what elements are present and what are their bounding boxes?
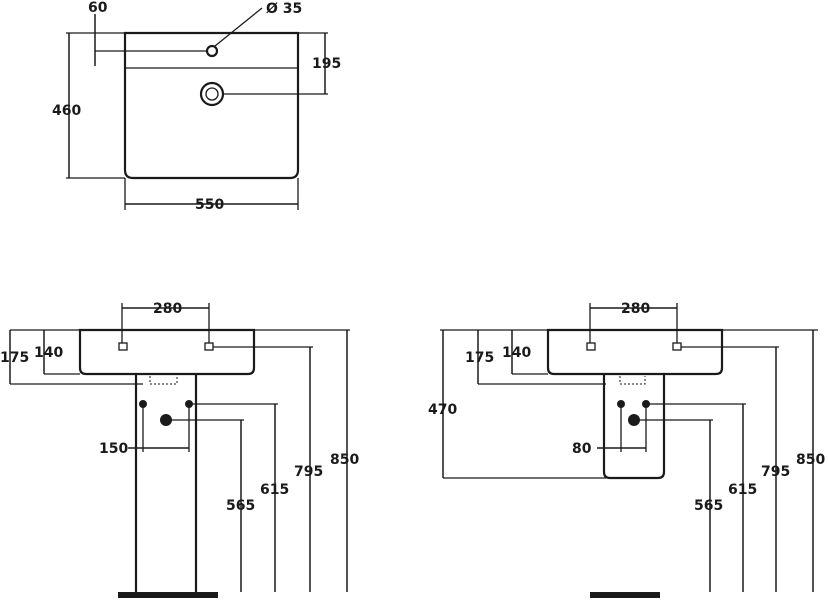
label-795-right: 795: [761, 464, 790, 480]
tap-hole: [205, 44, 219, 58]
semi-pedestal-body: [602, 374, 666, 480]
label-615-right: 615: [728, 482, 757, 498]
tap-hole-leader: [214, 7, 263, 47]
label-850-left: 850: [330, 452, 359, 468]
label-850-right: 850: [796, 452, 825, 468]
label-width: 550: [195, 197, 224, 213]
tap-hole-right-b: [672, 342, 682, 351]
basin-profile-right: [546, 328, 724, 376]
waste-trap-dash-left: [149, 376, 178, 385]
waste-outlet-inner: [205, 87, 219, 101]
pedestal-body: [134, 374, 198, 592]
label-depth-to-waste: 195: [312, 56, 341, 72]
label-280-right: 280: [621, 301, 650, 317]
pedestal-view: 280 175 140 150 565 615 795 850: [0, 301, 359, 598]
label-615-left: 615: [260, 482, 289, 498]
waste-outlet-outer: [199, 81, 225, 107]
tap-hole-left-a: [118, 342, 128, 351]
label-565-left: 565: [226, 498, 255, 514]
label-470: 470: [428, 402, 457, 418]
label-280-left: 280: [153, 301, 182, 317]
label-175-right: 175: [465, 350, 494, 366]
label-175-left: 175: [0, 350, 29, 366]
basin-outline-top: [123, 31, 300, 180]
floor-left: [118, 592, 218, 598]
tap-hole-right-a: [586, 342, 596, 351]
waste-trap-dash-right: [619, 376, 646, 385]
label-depth: 460: [52, 103, 81, 119]
label-795-left: 795: [294, 464, 323, 480]
label-140-left: 140: [34, 345, 63, 361]
label-565-right: 565: [694, 498, 723, 514]
label-150: 150: [99, 441, 128, 457]
floor-right: [590, 592, 660, 598]
semi-pedestal-view: 280 175 140 470 80 565 615 795 850: [428, 301, 825, 598]
label-140-right: 140: [502, 345, 531, 361]
label-tap-hole: Ø 35: [266, 1, 302, 17]
top-view: 60 Ø 35 195 460 550: [52, 0, 341, 213]
label-80: 80: [572, 441, 592, 457]
basin-profile-left: [78, 328, 256, 376]
tap-hole-left-b: [204, 342, 214, 351]
label-tap-offset: 60: [88, 0, 108, 16]
